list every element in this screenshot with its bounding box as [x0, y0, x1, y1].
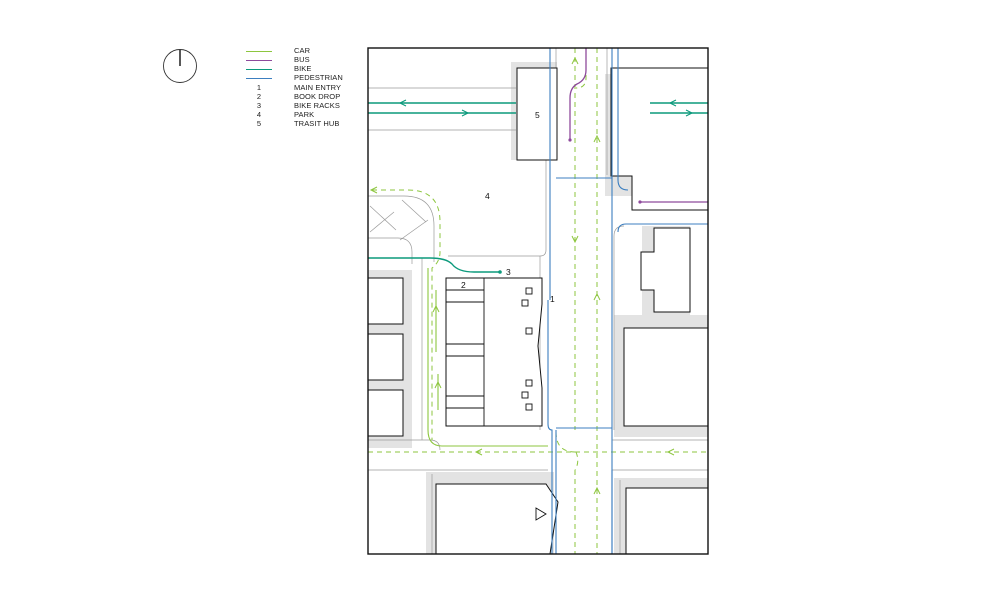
triangle-entry-icon — [535, 507, 547, 521]
legend-key-number: 1 — [256, 83, 262, 92]
legend-label: PARK — [294, 110, 315, 119]
map-frame — [367, 47, 709, 555]
north-arrow-icon — [163, 49, 197, 83]
legend-key-park: 4 PARK — [246, 110, 386, 120]
car-routes — [368, 48, 708, 554]
legend-item-bike: BIKE — [246, 64, 386, 74]
legend-label: BOOK DROP — [294, 92, 341, 101]
legend-key-number: 4 — [256, 110, 262, 119]
bus-line-swatch — [246, 60, 272, 61]
bus-stop-marker — [568, 138, 572, 142]
legend-label: PEDESTRIAN — [294, 73, 343, 82]
bike-rack-marker — [498, 270, 502, 274]
street-curbs — [368, 48, 708, 554]
legend-key-bike-racks: 3 BIKE RACKS — [246, 101, 386, 111]
bike-direction-arrows — [398, 99, 694, 117]
east-block-building — [623, 327, 708, 427]
legend-label: CAR — [294, 46, 311, 55]
east-small-building — [640, 227, 691, 313]
car-direction-arrows — [369, 56, 675, 495]
legend-key-transit-hub: 5 TRASIT HUB — [246, 119, 386, 129]
south-building — [435, 483, 559, 554]
legend-key-main-entry: 1 MAIN ENTRY — [246, 83, 386, 93]
bus-stop-marker — [638, 200, 642, 204]
legend-key-number: 3 — [256, 101, 262, 110]
pedestrian-line-swatch — [246, 78, 272, 79]
library-details — [446, 278, 533, 426]
map-label-transit-hub: 5 — [535, 110, 540, 120]
car-line-swatch — [246, 51, 272, 52]
bike-line-swatch — [246, 69, 272, 70]
library-building — [445, 277, 543, 427]
car-access-lane — [427, 268, 548, 447]
legend-label: BIKE — [294, 64, 312, 73]
legend-item-bus: BUS — [246, 55, 386, 65]
legend-label: MAIN ENTRY — [294, 83, 342, 92]
legend-key-book-drop: 2 BOOK DROP — [246, 92, 386, 102]
bus-routes — [569, 48, 708, 203]
legend-item-pedestrian: PEDESTRIAN — [246, 73, 386, 83]
legend-label: BIKE RACKS — [294, 101, 341, 110]
legend-key-number: 5 — [256, 119, 262, 128]
legend-label: BUS — [294, 55, 310, 64]
legend-label: TRASIT HUB — [294, 119, 340, 128]
map-label-park: 4 — [485, 191, 490, 201]
legend-key-number: 2 — [256, 92, 262, 101]
west-building-2 — [368, 333, 404, 381]
west-building-3 — [368, 389, 404, 437]
map-label-book-drop: 2 — [461, 280, 466, 290]
map-label-main-entry: 1 — [550, 294, 555, 304]
pedestrian-routes — [547, 48, 708, 554]
west-building-1 — [368, 277, 404, 325]
bike-routes — [368, 102, 708, 273]
map-label-bike-racks: 3 — [506, 267, 511, 277]
legend-item-car: CAR — [246, 46, 386, 56]
south-east-building — [625, 487, 708, 554]
